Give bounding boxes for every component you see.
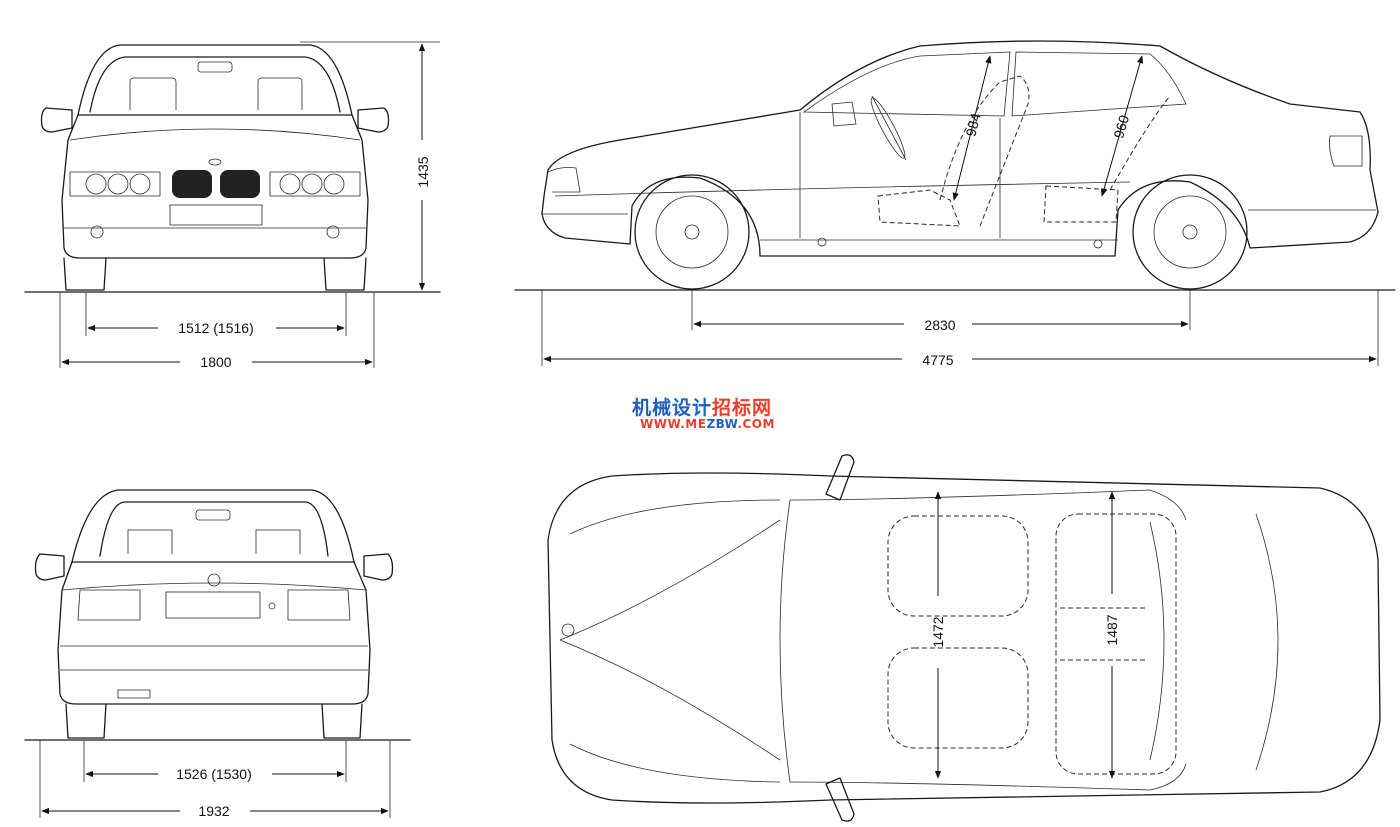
watermark-title-part1: 机械设计	[632, 397, 713, 419]
watermark-url-part3: .COM	[737, 417, 775, 431]
height-label: 1435	[415, 156, 431, 187]
rear-track-label: 1526 (1530)	[176, 766, 252, 782]
watermark-title-part2: 招标网	[712, 397, 773, 419]
front-headroom-label: 984	[963, 111, 984, 138]
front-track-label: 1512 (1516)	[178, 320, 254, 336]
watermark-url: WWW.MEZBW.COM	[640, 417, 775, 431]
watermark-title: 机械设计招标网	[632, 393, 772, 420]
watermark-url-part1: WWW.ME	[640, 417, 707, 431]
rear-headroom-label: 960	[1110, 113, 1132, 140]
side-dimensions: 2830 4775 984 960	[541, 55, 1379, 368]
top-dimensions: 1472 1487	[930, 491, 1120, 779]
rear-interior-width-label: 1487	[1104, 614, 1120, 645]
rear-view	[24, 489, 411, 741]
front-dimensions: 1512 (1516) 1800 1435	[59, 41, 440, 370]
rear-width-label: 1932	[198, 803, 229, 819]
wheelbase-label: 2830	[924, 317, 955, 333]
length-label: 4775	[922, 352, 953, 368]
side-view	[514, 40, 1396, 291]
top-view	[547, 454, 1381, 822]
front-interior-width-label: 1472	[930, 616, 946, 647]
watermark-url-part2: ZBW	[706, 417, 738, 431]
front-view	[24, 44, 441, 293]
rear-dimensions: 1526 (1530) 1932	[39, 740, 391, 819]
front-width-label: 1800	[200, 354, 231, 370]
